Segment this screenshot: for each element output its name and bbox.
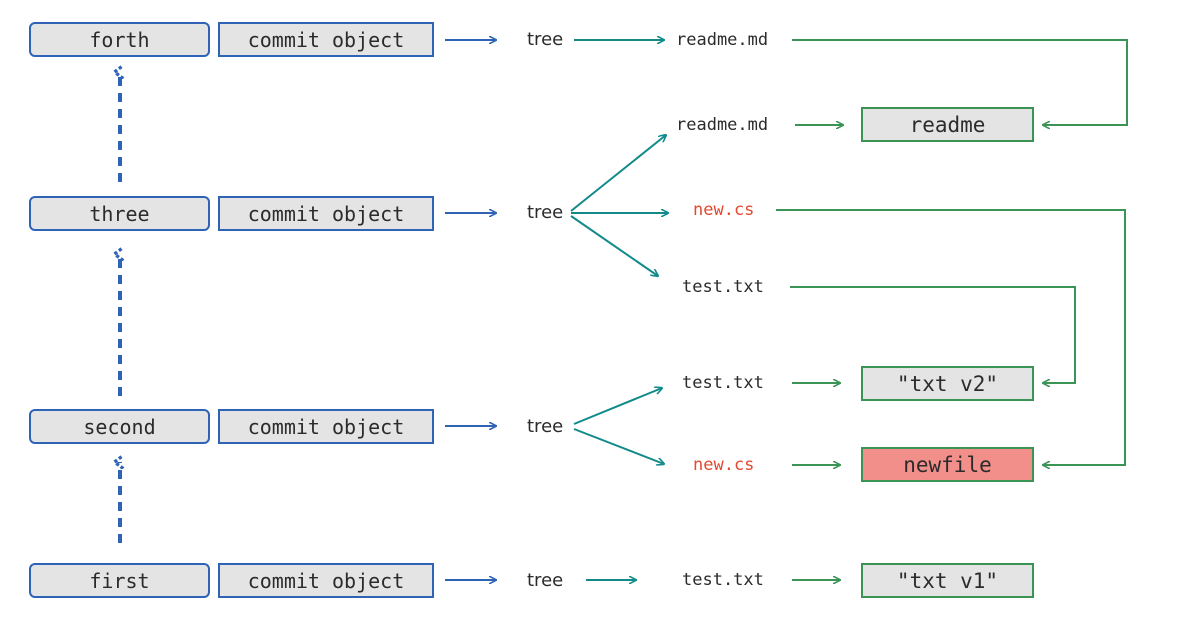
file-test-txt-second: test.txt [682,373,764,393]
commit-name: forth [89,27,150,52]
tree-first: tree [527,570,564,591]
blob-label: "txt v2" [896,371,999,396]
blob-label: "txt v1" [896,568,999,593]
blob-txt-v2: "txt v2" [861,366,1034,401]
commit-object-label: commit object [247,27,405,52]
tree-three: tree [527,202,564,223]
file-test-txt-first: test.txt [682,570,764,590]
commit-forth: forth [29,22,210,57]
file-readme-md-three: readme.md [676,115,769,135]
tree-second: tree [527,416,564,437]
blob-label: readme [909,112,986,137]
commit-object-first: commit object [218,563,434,598]
commit-object-second: commit object [218,409,434,444]
reuse-arrow-testtxt [790,286,1076,383]
file-readme-md-forth: readme.md [676,30,769,50]
commit-object-label: commit object [247,414,405,439]
file-to-blob-arrows [776,39,1128,580]
file-new-cs-three: new.cs [693,200,755,220]
file-test-txt-three: test.txt [682,277,764,297]
file-new-cs-second: new.cs [693,455,755,475]
tree-to-file-arrows [570,40,668,580]
blob-readme: readme [861,107,1034,142]
commit-object-label: commit object [247,201,405,226]
commit-object-label: commit object [247,568,405,593]
commit-first: first [29,563,210,598]
commit-name: first [89,568,150,593]
commit-to-tree-arrows [445,40,496,580]
commit-name: three [89,201,150,226]
reuse-arrow-newcs [776,209,1126,465]
tree-forth: tree [527,29,564,50]
blob-newfile: newfile [861,447,1034,482]
commit-name: second [83,414,156,439]
blob-label: newfile [903,452,992,477]
commit-second: second [29,409,210,444]
commit-three: three [29,196,210,231]
commit-object-three: commit object [218,196,434,231]
reuse-arrow-readme [792,39,1128,125]
blob-txt-v1: "txt v1" [861,563,1034,598]
commit-object-forth: commit object [218,22,434,57]
